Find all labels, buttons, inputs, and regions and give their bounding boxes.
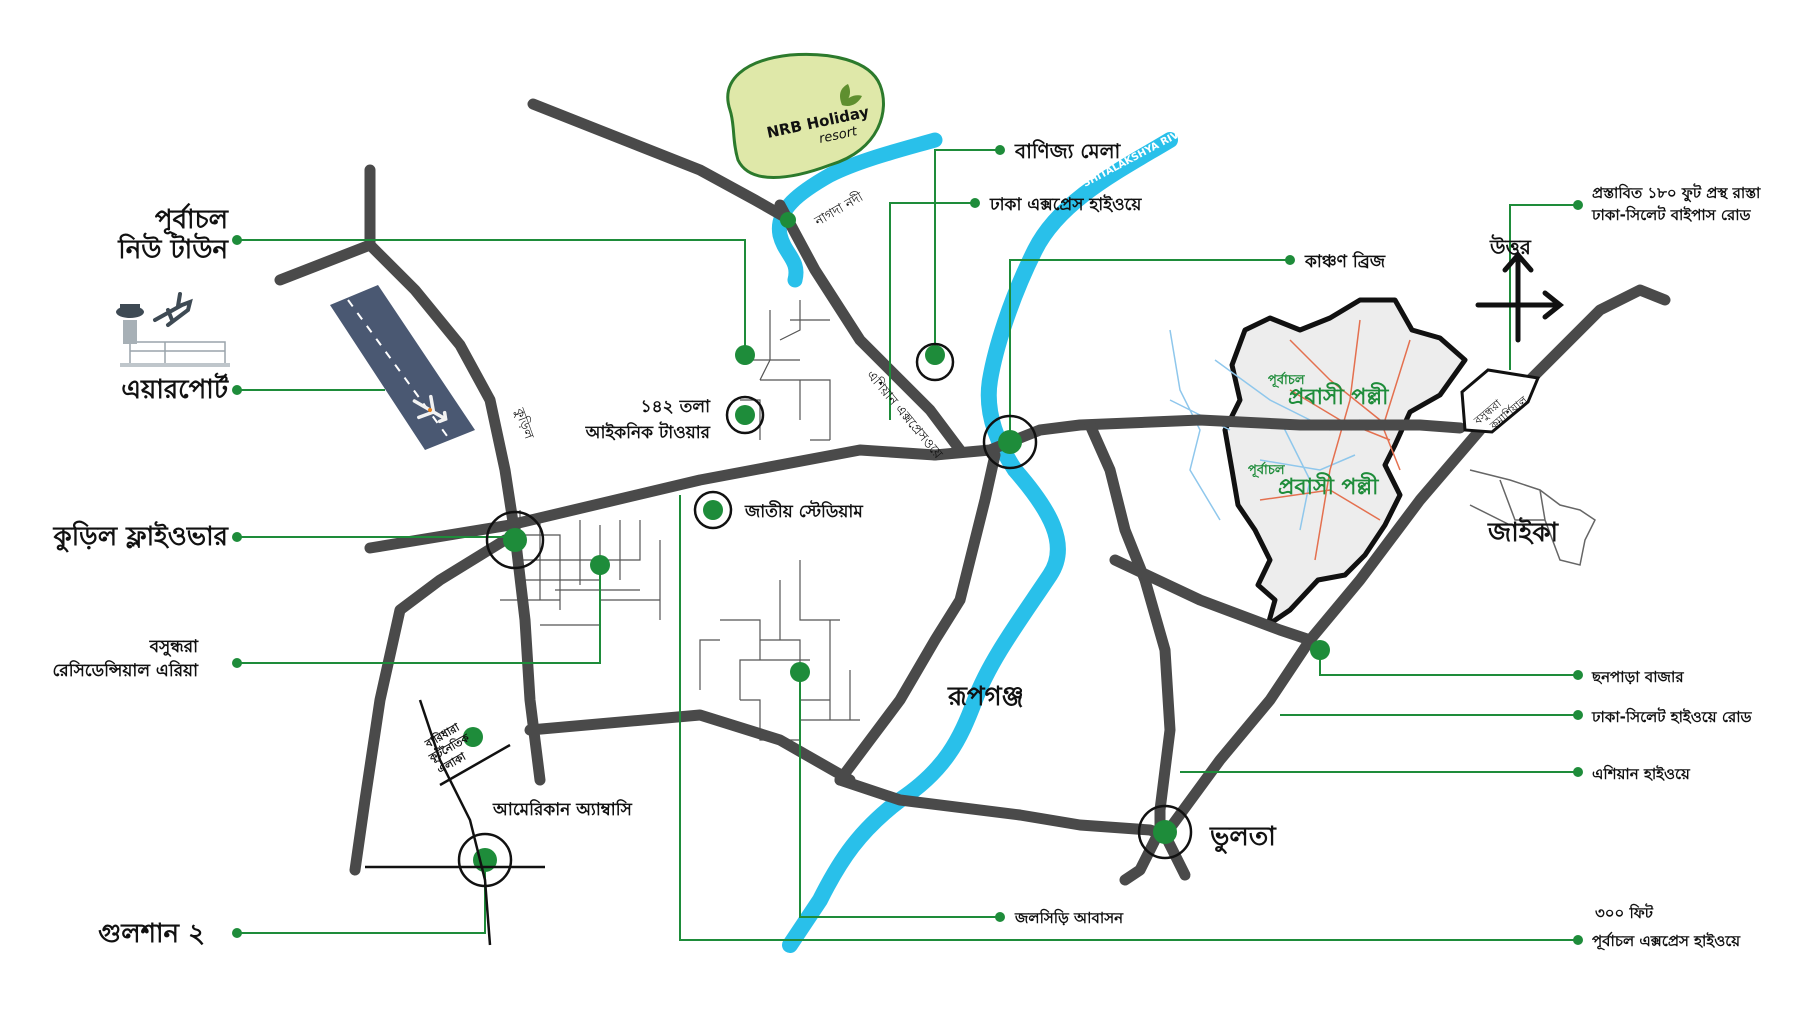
rivers	[771, 132, 1178, 953]
airport-icon	[116, 292, 230, 367]
probashi-palli-top-label: প্রবাসী পল্লী	[1288, 382, 1389, 410]
proposed-road-label-2: ঢাকা-সিলেট বাইপাস রোড	[1591, 205, 1752, 224]
tower-142-ring	[725, 395, 765, 435]
probashi-palli-bottom-sub: পূর্বাচল	[1248, 461, 1286, 479]
location-marker-icon	[1573, 200, 1583, 210]
shitalakshya-river	[782, 132, 1178, 953]
location-marker-icon	[232, 928, 242, 938]
jolshiri-marker	[790, 662, 810, 682]
tower-142-label-2: আইকনিক টাওয়ার	[585, 421, 711, 443]
main-roads	[274, 98, 1671, 886]
rupganj-label: রূপগঞ্জ	[947, 682, 1024, 712]
location-marker-icon	[1573, 767, 1583, 777]
banijjo-mela-ring	[915, 342, 955, 382]
leader-lines	[237, 149, 1578, 941]
jaica-label: জাইকা	[1487, 516, 1560, 548]
kanchan-bridge-marker	[998, 430, 1022, 454]
bhulta-ring	[1137, 804, 1193, 860]
location-marker-icon	[1573, 935, 1583, 945]
probashi-palli-boundary	[1222, 297, 1468, 628]
gulshan-crossroad	[365, 699, 545, 946]
location-marker-icon	[232, 532, 242, 542]
proposed-road-label-1: প্রস্তাবিত ১৮০ ফুট প্রস্থ রাস্তা	[1592, 183, 1761, 203]
location-marker-icon	[232, 658, 242, 668]
location-marker-icon	[1573, 670, 1583, 680]
probashi-palli-top-sub: পূর্বাচল	[1268, 371, 1306, 389]
road-300ft-label-1: ৩০০ ফিট	[1595, 903, 1654, 922]
location-markers	[232, 145, 1583, 945]
bhulta-label: ভুলতা	[1209, 822, 1277, 854]
north-label: উত্তর	[1489, 234, 1532, 259]
kuril-flyover-marker	[503, 528, 527, 552]
probashi-palli-bottom-label: প্রবাসী পল্লী	[1278, 472, 1379, 500]
road-300ft-label-2: পূর্বাচল এক্সপ্রেস হাইওয়ে	[1592, 931, 1741, 952]
location-marker-icon	[995, 145, 1005, 155]
gulshan2-label: গুলশান ২	[98, 919, 205, 949]
gulshan2-marker	[473, 848, 497, 872]
flying-airplane-icon	[153, 292, 193, 327]
dhaka-expressway-label: ঢাকা এক্সপ্রেস হাইওয়ে	[989, 194, 1142, 215]
airplane-icon	[412, 394, 448, 424]
purbachal-new-town-label-2: নিউ টাউন	[117, 232, 229, 265]
nagda-marker	[780, 212, 796, 228]
bashundhara-res-marker	[590, 555, 610, 575]
location-marker-icon	[232, 235, 242, 245]
bashundhara-res-label-1: বসুন্ধরা	[149, 637, 200, 657]
banijjo-mela-label: বাণিজ্য মেলা	[1014, 139, 1122, 163]
chhonpara-label: ছনপাড়া বাজার	[1591, 668, 1684, 686]
probashi-palli-area: পূর্বাচল প্রবাসী পল্লী পূর্বাচল প্রবাসী …	[1169, 297, 1468, 628]
jolshiri-label: জলসিড়ি আবাসন	[1014, 908, 1124, 927]
dhaka-sylhet-highway-label: ঢাকা-সিলেট হাইওয়ে রোড	[1591, 707, 1753, 726]
north-arrow-icon	[1475, 251, 1565, 343]
tower-142-label-1: ১৪২ তলা	[641, 397, 711, 417]
jaica-area	[1469, 469, 1596, 566]
location-marker-icon	[995, 912, 1005, 922]
stadium-ring	[693, 490, 733, 530]
bhulta-marker	[1153, 820, 1177, 844]
nagda-river	[771, 132, 943, 288]
bashundhara-res-label-2: রেসিডেন্সিয়াল এরিয়া	[52, 659, 199, 681]
location-marker-icon	[1573, 710, 1583, 720]
asian-highway-label: এশিয়ান হাইওয়ে	[1592, 764, 1691, 783]
kuril-road-label: কুড়িল	[511, 405, 537, 442]
location-marker-icon	[970, 198, 980, 208]
location-marker-icon	[232, 385, 242, 395]
airport-runway	[330, 285, 475, 450]
kuril-flyover-ring	[485, 510, 545, 570]
stadium-label: জাতীয় স্টেডিয়াম	[744, 500, 863, 522]
american-embassy-label: আমেরিকান অ্যাম্বাসি	[492, 798, 633, 820]
kanchan-bridge-ring	[982, 414, 1038, 470]
kanchan-bridge-label: কাঞ্চণ ব্রিজ	[1304, 250, 1386, 272]
airport-label: এয়ারপোর্ট	[121, 372, 229, 405]
nagda-river-label: নাগদা নদী	[811, 189, 866, 230]
baridhara-marker	[463, 727, 483, 747]
kuril-flyover-label: কুড়িল ফ্লাইওভার	[53, 520, 230, 553]
bashundhara-commercial-block: বসুন্ধরা কমার্শিয়াল	[1460, 368, 1541, 434]
banijjo-mela-marker	[925, 345, 945, 365]
nrb-holiday-resort: NRB Holiday resort	[726, 52, 885, 179]
location-marker-icon	[1285, 255, 1295, 265]
chhonpara-marker	[1310, 640, 1330, 660]
leaf-icon	[840, 84, 862, 106]
purbachal-new-town-marker	[735, 345, 755, 365]
tower-142-marker	[735, 405, 755, 425]
purbachal-new-town-label-1: পূর্বাচল	[155, 203, 230, 236]
stadium-marker	[703, 500, 723, 520]
